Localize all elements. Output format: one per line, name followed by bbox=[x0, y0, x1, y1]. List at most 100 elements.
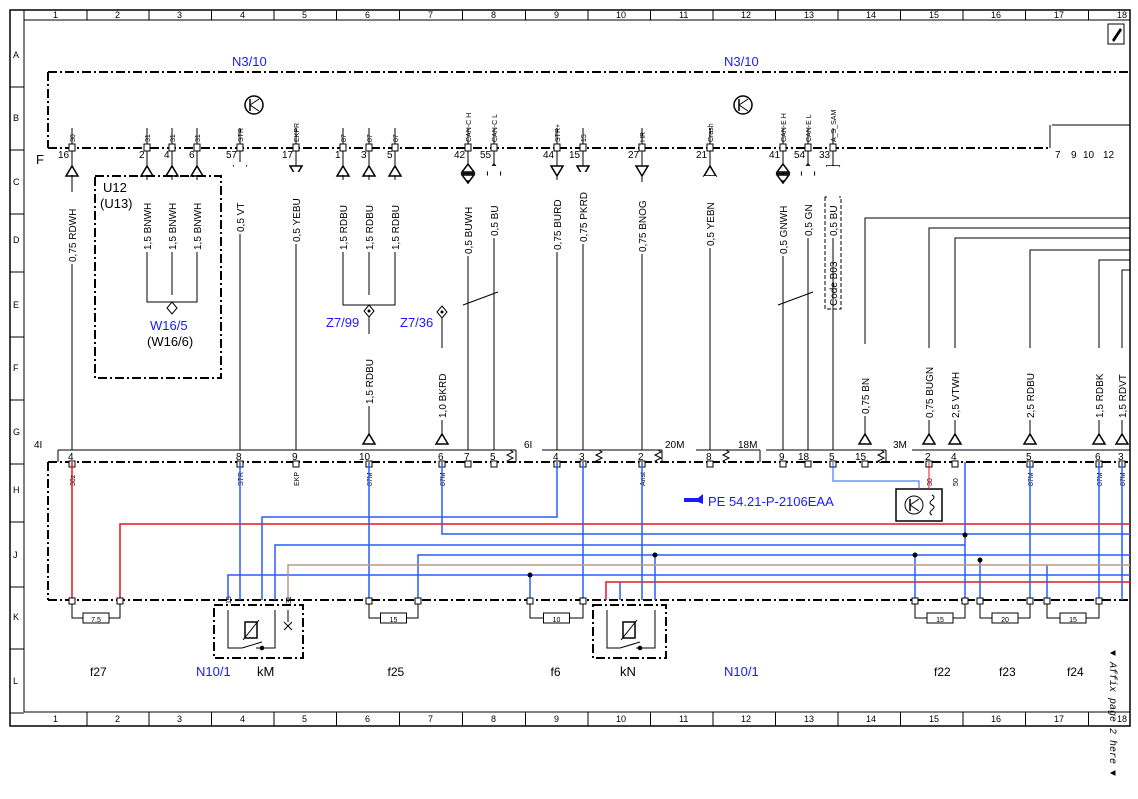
svg-text:STR: STR bbox=[238, 128, 245, 142]
grid-row-label: K bbox=[13, 612, 19, 622]
grid-col-label: 5 bbox=[302, 714, 307, 724]
page-frame bbox=[9, 9, 1131, 727]
wire-label: 0,5 BUWH bbox=[462, 184, 475, 256]
svg-text:CAN-E H: CAN-E H bbox=[781, 113, 788, 142]
wire-label: 0,5 YEBU bbox=[290, 172, 303, 244]
svg-text:87M: 87M bbox=[367, 472, 374, 486]
connector-pin: 231 bbox=[139, 128, 155, 177]
grid-row-label: J bbox=[13, 550, 18, 560]
svg-text:0,5 GNWH: 0,5 GNWH bbox=[779, 206, 790, 254]
grid-row-label: B bbox=[13, 113, 19, 123]
svg-text:87M: 87M bbox=[1028, 472, 1035, 486]
reference-text[interactable]: PE 54.21-P-2106EAA bbox=[708, 494, 834, 509]
wire-label: 0,5 VT bbox=[234, 162, 247, 234]
svg-text:15: 15 bbox=[569, 150, 581, 161]
sensor-icon bbox=[895, 488, 943, 522]
svg-text:41: 41 bbox=[769, 150, 781, 161]
svg-text:f27: f27 bbox=[90, 665, 107, 679]
svg-text:0,5 YEBU: 0,5 YEBU bbox=[292, 198, 303, 242]
u13-label: (U13) bbox=[100, 196, 133, 211]
connector-pin: 631 bbox=[189, 128, 205, 177]
svg-text:1,5 RDBU: 1,5 RDBU bbox=[365, 359, 376, 404]
grid-col-label: 18 bbox=[1117, 714, 1127, 724]
connector-pin: 9 bbox=[779, 452, 787, 468]
transistor-icon bbox=[244, 95, 264, 115]
z7-36-label: Z7/36 bbox=[400, 315, 433, 330]
connector-arrow-icon bbox=[361, 432, 377, 445]
svg-text:7: 7 bbox=[1055, 150, 1061, 161]
connector-arrow-icon bbox=[857, 432, 873, 445]
svg-text:0,5 BUWH: 0,5 BUWH bbox=[464, 207, 475, 254]
wire-label: 1,5 RDBU bbox=[363, 334, 376, 406]
grid-row-label: F bbox=[13, 363, 19, 373]
svg-text:7: 7 bbox=[464, 452, 470, 463]
grid-col-label: 13 bbox=[804, 714, 814, 724]
grid-col-label: 10 bbox=[616, 10, 626, 20]
connector-pin: 15 bbox=[855, 449, 886, 468]
group-20m: 20M bbox=[665, 440, 684, 451]
w16-5-label: W16/5 bbox=[150, 318, 188, 333]
svg-text:f24: f24 bbox=[1067, 665, 1084, 679]
svg-text:87M: 87M bbox=[1097, 472, 1104, 486]
grid-row-label: L bbox=[13, 676, 18, 686]
svg-text:1,0 BKRD: 1,0 BKRD bbox=[438, 374, 449, 418]
grid-col-label: 17 bbox=[1054, 714, 1064, 724]
svg-text:f22: f22 bbox=[934, 665, 951, 679]
connector-arrow-icon bbox=[921, 432, 937, 445]
svg-text:2: 2 bbox=[139, 150, 145, 161]
svg-text:33: 33 bbox=[819, 150, 831, 161]
svg-text:31: 31 bbox=[195, 134, 202, 142]
grid-col-label: 7 bbox=[428, 10, 433, 20]
svg-text:2,5 VTWH: 2,5 VTWH bbox=[951, 372, 962, 418]
wire-label: 0,75 PKRD bbox=[577, 172, 590, 244]
connector-pin: 187 bbox=[335, 128, 351, 177]
wire-label: 0,75 BURD bbox=[551, 180, 564, 252]
connector-pin: 12 bbox=[1103, 150, 1115, 161]
svg-text:STR+: STR+ bbox=[555, 124, 562, 142]
connector-arrow-icon bbox=[434, 432, 450, 445]
svg-text:2: 2 bbox=[925, 452, 931, 463]
svg-text:42: 42 bbox=[454, 150, 466, 161]
svg-text:0,75 RDWH: 0,75 RDWH bbox=[68, 209, 79, 262]
svg-text:8: 8 bbox=[706, 452, 712, 463]
svg-text:4: 4 bbox=[951, 452, 957, 463]
wire-label: 2,5 RDBU bbox=[1024, 348, 1037, 420]
svg-text:6: 6 bbox=[438, 452, 444, 463]
svg-text:3: 3 bbox=[361, 150, 367, 161]
svg-text:87: 87 bbox=[341, 134, 348, 142]
wire-label: 1,0 BKRD bbox=[436, 348, 449, 420]
u12-label: U12 bbox=[103, 180, 127, 195]
grid-col-label: 14 bbox=[866, 714, 876, 724]
svg-text:87: 87 bbox=[367, 134, 374, 142]
grid-col-label: 9 bbox=[554, 714, 559, 724]
relay-km-box bbox=[213, 604, 304, 659]
spring-icon bbox=[505, 449, 515, 464]
connector-pin: 587 bbox=[387, 128, 403, 177]
f-label: F bbox=[36, 152, 44, 167]
grid-col-label: 10 bbox=[616, 714, 626, 724]
group-18m: 18M bbox=[738, 440, 757, 451]
svg-text:0,5 VT: 0,5 VT bbox=[236, 203, 247, 232]
svg-text:0,75 BNOG: 0,75 BNOG bbox=[638, 200, 649, 252]
grid-col-label: 5 bbox=[302, 10, 307, 20]
svg-text:7.5: 7.5 bbox=[91, 617, 101, 624]
svg-text:EKPR: EKPR bbox=[294, 123, 301, 142]
svg-text:STR: STR bbox=[238, 472, 245, 486]
connector-arrow-icon bbox=[1091, 432, 1107, 445]
grid-col-label: 8 bbox=[491, 10, 496, 20]
relay-km-pin15: 15 bbox=[226, 596, 233, 604]
svg-text:55: 55 bbox=[480, 150, 492, 161]
grid-col-label: 6 bbox=[365, 714, 370, 724]
svg-text:4: 4 bbox=[553, 452, 559, 463]
svg-text:15: 15 bbox=[855, 452, 867, 463]
svg-text:4: 4 bbox=[68, 452, 74, 463]
wire-label: 0,5 GN bbox=[802, 166, 815, 238]
connector-pin: 41 CAN-E H bbox=[769, 113, 791, 185]
wire-label: 0,5 BU bbox=[827, 166, 840, 238]
z7-99-label: Z7/99 bbox=[326, 315, 359, 330]
connector-pin: 18 bbox=[798, 452, 812, 468]
wire-label: 1,5 BNWH bbox=[191, 180, 204, 252]
